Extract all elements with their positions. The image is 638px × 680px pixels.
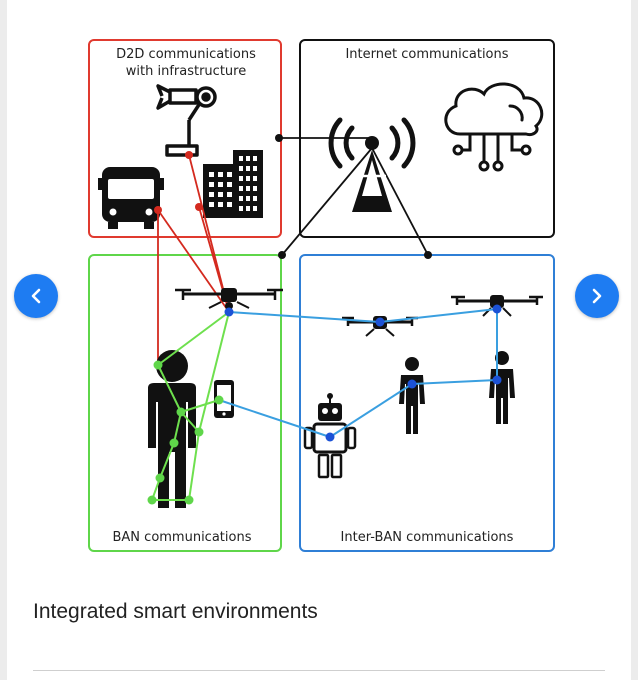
chevron-left-icon	[31, 288, 41, 304]
page-frame-right	[631, 0, 638, 680]
tower-link-node	[275, 134, 283, 142]
phone-icon	[214, 380, 234, 418]
smart-environments-diagram: D2D communications with infrastructure I…	[88, 39, 555, 552]
person-icon	[489, 351, 515, 424]
inter-ban-node	[375, 317, 385, 327]
d2d-link-node	[195, 203, 203, 211]
bus-icon	[98, 167, 164, 229]
chevron-right-icon	[592, 288, 602, 304]
ban-nodes	[147, 360, 224, 505]
cell-tower-icon	[328, 117, 416, 212]
d2d-box-label-line2: with infrastructure	[126, 64, 246, 79]
page-frame-left	[0, 0, 7, 680]
tower-link-node	[424, 251, 432, 259]
cloud-network-icon	[444, 82, 544, 172]
inter-ban-node	[492, 304, 502, 314]
ban-box-label: BAN communications	[113, 530, 252, 545]
person-icon	[148, 350, 196, 508]
drone-hub-node	[224, 307, 234, 317]
drone-icon	[175, 288, 283, 310]
inter-ban-box-label: Inter-BAN communications	[341, 530, 514, 545]
d2d-link-node	[154, 206, 162, 214]
tower-links	[279, 137, 429, 256]
figure-caption: Integrated smart environments	[33, 600, 318, 623]
ban-box	[88, 254, 282, 552]
carousel-next-button[interactable]	[575, 274, 619, 318]
internet-box-label: Internet communications	[345, 47, 508, 62]
inter-ban-node	[492, 375, 502, 385]
d2d-box-label-line1: D2D communications	[116, 47, 256, 62]
divider	[33, 670, 605, 671]
robot-icon	[303, 393, 357, 479]
inter-ban-node	[407, 379, 417, 389]
carousel-prev-button[interactable]	[14, 274, 58, 318]
inter-ban-links	[218, 308, 498, 438]
tower-link-node	[278, 251, 286, 259]
robot-arm-icon	[156, 84, 217, 157]
d2d-link-node	[185, 151, 193, 159]
inter-ban-node	[325, 432, 335, 442]
person-icon	[399, 357, 425, 434]
buildings-icon	[203, 150, 263, 218]
drone-icon	[451, 295, 543, 317]
